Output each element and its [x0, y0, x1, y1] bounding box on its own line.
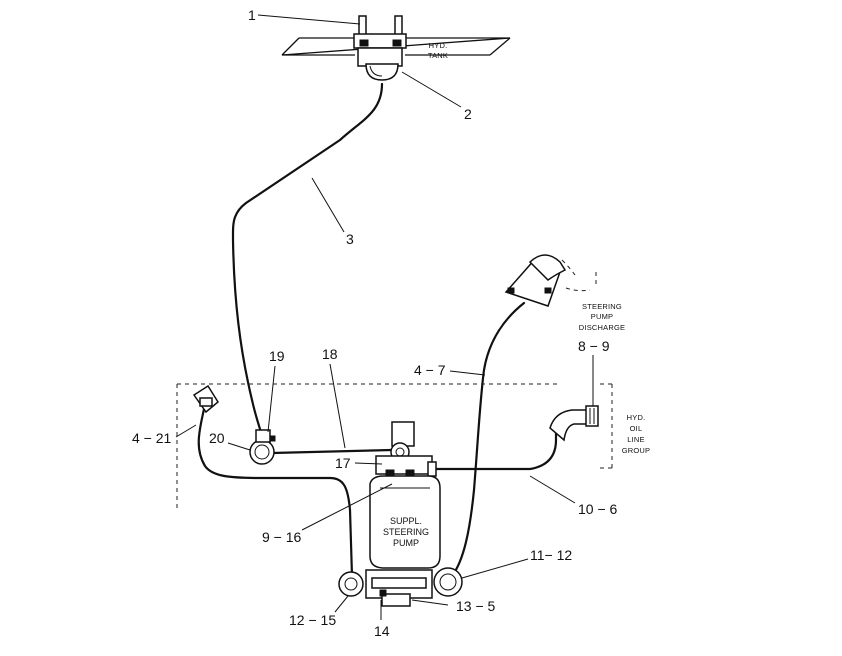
suppl-steering-pump-line2: STEERING: [383, 527, 429, 537]
hyd-oil-line-group-line3: LINE: [627, 435, 644, 444]
suppl-pump-group-bracket: [176, 383, 560, 508]
tank-outlet-fitting: [353, 15, 407, 81]
steering-pump-discharge-line1: STEERING: [582, 302, 622, 311]
hyd-oil-line-group-bracket: [600, 383, 613, 469]
fitting-20: [249, 429, 276, 465]
callout-14: 14: [374, 623, 390, 639]
callout-19: 19: [269, 348, 285, 364]
callout-2: 2: [464, 106, 472, 122]
suppl-steering-pump: SUPPL. STEERING PUMP: [369, 421, 441, 569]
hyd-oil-line-elbow: [549, 405, 599, 442]
hyd-oil-line-group-line1: HYD.: [627, 413, 646, 422]
callout-13-5: 13 − 5: [456, 598, 496, 614]
discharge-line-4-7: [450, 301, 526, 578]
hyd-oil-line-group-line4: GROUP: [622, 446, 651, 455]
callout-4-7: 4 − 7: [414, 362, 446, 378]
hyd-tank-label-line2: TANK: [428, 51, 448, 60]
bottom-manifold: [338, 567, 463, 607]
callout-8-9: 8 − 9: [578, 338, 610, 354]
steering-pump-discharge-line2: PUMP: [591, 312, 613, 321]
line-18: [270, 448, 394, 455]
callout-3: 3: [346, 231, 354, 247]
callout-10-6: 10 − 6: [578, 501, 618, 517]
suppl-steering-pump-line1: SUPPL.: [390, 516, 422, 526]
hyd-tank-label-line1: HYD.: [429, 41, 448, 50]
callout-4-21: 4 − 21: [132, 430, 172, 446]
callout-18: 18: [322, 346, 338, 362]
callout-20: 20: [209, 430, 225, 446]
suppl-steering-pump-line3: PUMP: [393, 538, 419, 548]
leader-lines: [175, 14, 594, 620]
callout-12-15: 12 − 15: [289, 612, 336, 628]
steering-pump-discharge-line3: DISCHARGE: [579, 323, 625, 332]
callout-11-12: 11− 12: [530, 547, 572, 563]
steering-pump-discharge-flange: [504, 254, 597, 307]
suction-line-3: [231, 82, 384, 438]
line-4-21: [197, 407, 354, 578]
fitting-4-21: [192, 384, 219, 414]
callout-17: 17: [335, 455, 351, 471]
callout-9-16: 9 − 16: [262, 529, 302, 545]
line-10-6: [428, 428, 558, 471]
callout-1: 1: [248, 7, 256, 23]
hyd-oil-line-group-line2: OIL: [630, 424, 643, 433]
